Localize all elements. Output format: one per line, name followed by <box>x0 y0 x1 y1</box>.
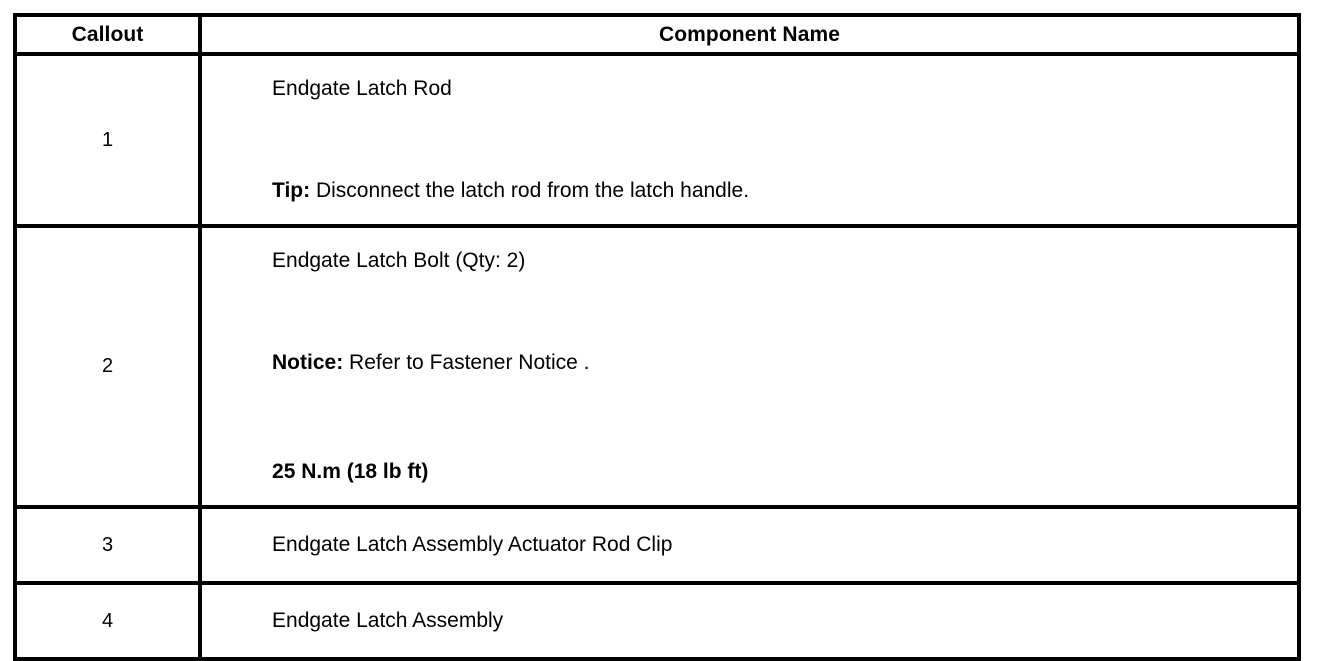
component-notice-line: Notice: Refer to Fastener Notice . <box>202 330 1297 396</box>
column-header-component-name: Component Name <box>198 13 1301 56</box>
component-name-cell: Endgate Latch Assembly Actuator Rod Clip <box>198 504 1301 585</box>
component-name-cell: Endgate Latch Bolt (Qty: 2) Notice: Refe… <box>198 224 1301 509</box>
callout-number: 1 <box>13 51 202 229</box>
component-title-line: Endgate Latch Assembly Actuator Rod Clip <box>202 512 1297 578</box>
column-header-callout: Callout <box>13 13 202 56</box>
table-header-row: Callout Component Name <box>13 13 1301 56</box>
table-row: 4 Endgate Latch Assembly <box>13 580 1301 661</box>
component-name-cell: Endgate Latch Rod Tip: Disconnect the la… <box>198 51 1301 229</box>
table-row: 2 Endgate Latch Bolt (Qty: 2) Notice: Re… <box>13 224 1301 509</box>
callout-number: 4 <box>13 580 202 661</box>
component-title-line: Endgate Latch Rod <box>202 56 1297 122</box>
component-title-text: Endgate Latch Bolt (Qty: 2) <box>272 249 526 273</box>
table-row: 1 Endgate Latch Rod Tip: Disconnect the … <box>13 51 1301 229</box>
component-title-line: Endgate Latch Assembly <box>202 588 1297 654</box>
tip-text: Disconnect the latch rod from the latch … <box>310 179 750 203</box>
component-name-cell: Endgate Latch Assembly <box>198 580 1301 661</box>
torque-value: 25 N.m (18 lb ft) <box>272 459 429 483</box>
parts-callout-table: Callout Component Name 1 Endgate Latch R… <box>13 13 1301 661</box>
service-parts-table-page: Callout Component Name 1 Endgate Latch R… <box>13 13 1301 661</box>
component-title-text: Endgate Latch Assembly Actuator Rod Clip <box>272 532 673 556</box>
notice-label: Notice: <box>272 351 344 375</box>
component-tip-line: Tip: Disconnect the latch rod from the l… <box>202 158 1297 224</box>
component-title-line: Endgate Latch Bolt (Qty: 2) <box>202 228 1297 294</box>
component-title-text: Endgate Latch Rod <box>272 77 452 101</box>
component-title-text: Endgate Latch Assembly <box>272 608 504 632</box>
callout-number: 3 <box>13 504 202 585</box>
component-torque-line: 25 N.m (18 lb ft) <box>202 439 1297 505</box>
notice-text: Refer to Fastener Notice . <box>343 351 590 375</box>
tip-label: Tip: <box>272 179 311 203</box>
callout-number: 2 <box>13 224 202 509</box>
table-header: Callout Component Name <box>13 13 1301 56</box>
table-row: 3 Endgate Latch Assembly Actuator Rod Cl… <box>13 504 1301 585</box>
table-body: 1 Endgate Latch Rod Tip: Disconnect the … <box>13 51 1301 661</box>
